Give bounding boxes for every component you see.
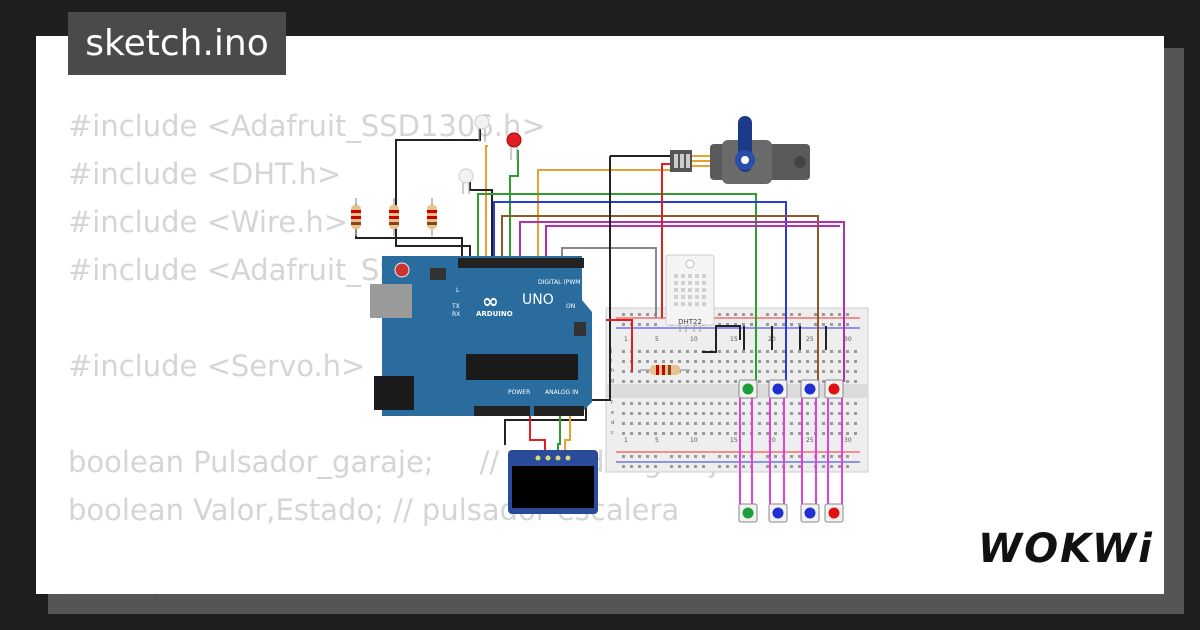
bb-col-label: 10	[690, 437, 698, 444]
pushbutton-red[interactable]	[824, 379, 844, 399]
code-line: #include <DHT.h>	[68, 157, 342, 191]
bb-col-label: 15	[730, 437, 738, 444]
bb-row-label: d	[611, 420, 614, 426]
wires	[355, 124, 845, 510]
resistor	[640, 365, 690, 375]
resistor	[351, 198, 361, 236]
code-line: long tiempo_S	[68, 582, 735, 594]
bb-col-label: 25	[806, 437, 814, 444]
bb-col-label: 5	[655, 437, 659, 444]
led-white	[474, 114, 490, 142]
tx-label: TX	[451, 303, 460, 310]
bb-col-label: 5	[655, 336, 659, 343]
bb-row-label: j	[610, 348, 612, 354]
dht22-label: DHT22	[678, 318, 702, 326]
bb-col-label: 20	[768, 437, 776, 444]
bb-row-label: g	[611, 378, 614, 384]
bb-row-label: c	[611, 430, 614, 436]
led-red	[506, 132, 522, 160]
arduino-logo-icon: ∞	[482, 289, 499, 313]
pushbutton-blue[interactable]	[800, 379, 820, 399]
bb-col-label: 10	[690, 336, 698, 343]
bb-row-label: i	[611, 358, 612, 364]
on-label: ON	[566, 303, 575, 310]
oled-display	[508, 450, 598, 514]
pushbutton-red[interactable]	[824, 503, 844, 523]
power-label: POWER	[508, 389, 530, 396]
code-line: #include <Servo.h>	[68, 349, 366, 383]
bb-col-label: 30	[844, 437, 852, 444]
bb-col-label: 30	[844, 336, 852, 343]
board-brand: ARDUINO	[476, 310, 513, 318]
bb-row-label: f	[611, 400, 613, 406]
code-preview: #include <Adafruit_SSD1306.h> #include <D…	[68, 102, 735, 594]
preview-card: #include <Adafruit_SSD1306.h> #include <D…	[36, 36, 1164, 594]
pushbuttons-bottom	[738, 503, 844, 523]
bb-row-label: e	[611, 410, 614, 416]
pushbutton-green[interactable]	[738, 379, 758, 399]
l-label: L	[456, 287, 460, 294]
pushbutton-blue[interactable]	[768, 503, 788, 523]
pushbutton-blue[interactable]	[768, 379, 788, 399]
resistor	[427, 198, 437, 236]
bb-col-label: 1	[624, 336, 628, 343]
pushbutton-blue[interactable]	[800, 503, 820, 523]
led-white	[458, 168, 474, 194]
rx-label: RX	[452, 311, 460, 318]
board-name: UNO	[522, 292, 554, 308]
pushbutton-green[interactable]	[738, 503, 758, 523]
resistor	[389, 198, 399, 236]
arduino-uno-board: DIGITAL (PWM ~) ∞ UNO ARDUINO TX RX L ON…	[370, 256, 592, 416]
code-line: #include <Wire.h>	[68, 205, 349, 239]
bb-col-label: 25	[806, 336, 814, 343]
digital-label: DIGITAL (PWM ~)	[538, 279, 590, 286]
file-title: sketch.ino	[68, 12, 286, 75]
servo-motor	[670, 116, 810, 184]
bb-col-label: 1	[624, 437, 628, 444]
bb-row-label: h	[611, 368, 614, 374]
pushbuttons-breadboard	[738, 379, 844, 399]
dht22-sensor: DHT22	[665, 254, 715, 332]
wokwi-logo: WOKWi	[978, 526, 1154, 572]
analog-label: ANALOG IN	[545, 389, 578, 396]
code-line: #include <Adafruit_SSD1306.h>	[68, 109, 546, 143]
bb-col-label: 15	[730, 336, 738, 343]
